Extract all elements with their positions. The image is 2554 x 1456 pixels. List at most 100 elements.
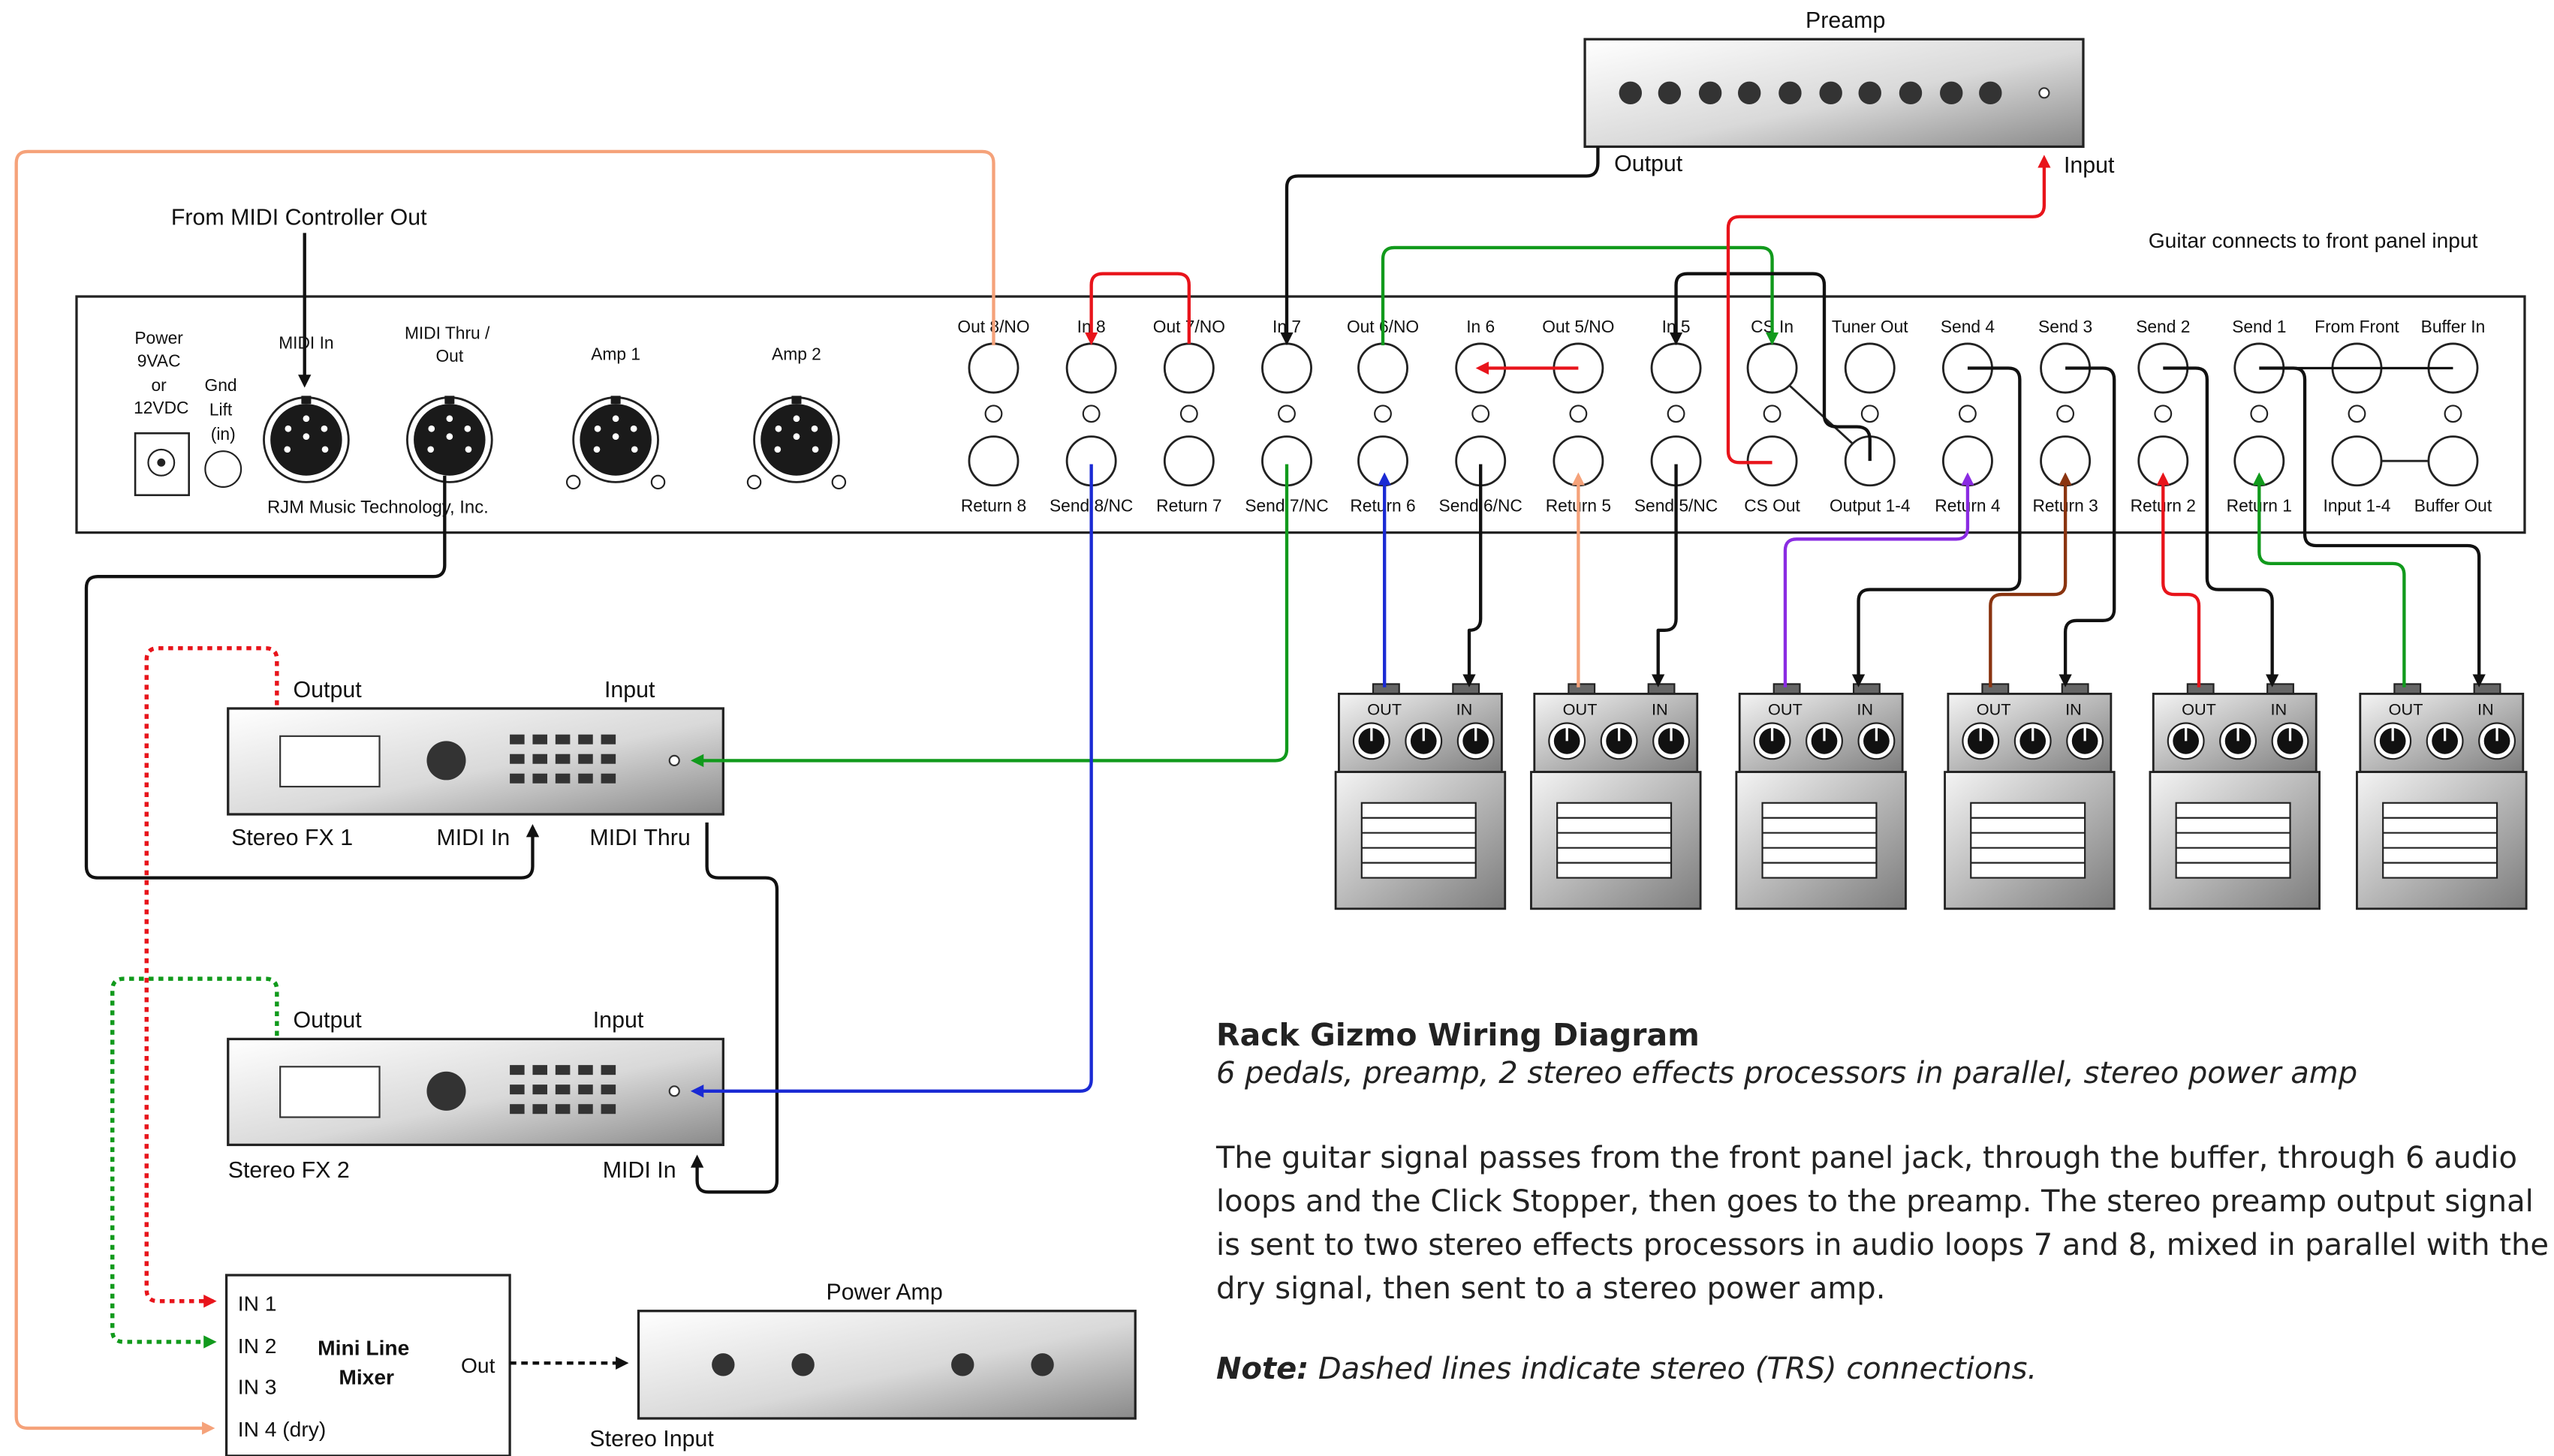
mixer-in2: IN 2 — [238, 1334, 277, 1358]
jack-bottom[interactable] — [968, 435, 1019, 487]
mixer-in1: IN 1 — [238, 1292, 277, 1316]
jack-top-label: Send 3 — [2038, 317, 2092, 336]
jack-top-label: Send 2 — [2136, 317, 2190, 336]
cable-pedal5-out — [2156, 472, 2201, 687]
mixer-in3: IN 3 — [238, 1374, 277, 1398]
jack-top-label: Send 1 — [2232, 317, 2286, 336]
cable-pedal6-out — [2252, 472, 2406, 687]
jack-top[interactable] — [1357, 342, 1408, 394]
fx2-name: Stereo FX 2 — [228, 1158, 350, 1183]
jack-led — [1763, 405, 1781, 423]
power-amp-label: Power Amp — [826, 1280, 942, 1305]
jack-top[interactable] — [1163, 342, 1215, 394]
cables — [14, 146, 2486, 1435]
jack-led — [1374, 405, 1392, 423]
jack-bottom[interactable] — [1163, 435, 1215, 487]
cable-preamp-in7 — [1280, 146, 1600, 346]
jack-top[interactable] — [1746, 342, 1798, 394]
stereo-fx-2: Output Input Stereo FX 2 MIDI In — [227, 1008, 724, 1183]
fx1-midi-thru-label: MIDI Thru — [589, 826, 690, 850]
jack-led — [1179, 405, 1198, 423]
cable-midi-thru-fx1 — [84, 475, 540, 880]
pedal-in-label: IN — [1857, 700, 1873, 719]
midi-controller-label: From MIDI Controller Out — [171, 206, 427, 230]
note-label: Note: — [1216, 1352, 1309, 1387]
pedal-out-label: OUT — [1563, 700, 1598, 719]
jack-led — [2348, 405, 2366, 423]
jack-led — [1278, 405, 1296, 423]
mixer-in4: IN 4 (dry) — [238, 1417, 326, 1441]
jack-top-label: Tuner Out — [1832, 317, 1908, 336]
effect-pedal: OUT IN — [1334, 683, 1507, 910]
jack-led — [984, 405, 1003, 423]
pedal-in-label: IN — [1652, 700, 1668, 719]
mini-line-mixer: IN 1 IN 2 IN 3 IN 4 (dry) Mini Line Mixe… — [224, 1274, 511, 1456]
cable-out7-in8 — [1084, 272, 1191, 346]
jack-top-label: In 6 — [1466, 317, 1495, 336]
mixer-out-label: Out — [461, 1353, 495, 1377]
fx1-output-label: Output — [294, 678, 363, 702]
jack-bottom[interactable] — [2427, 435, 2479, 487]
midi-thru-connector[interactable] — [406, 396, 493, 483]
jack-top[interactable] — [1844, 342, 1896, 394]
description-note: Note: Dashed lines indicate stereo (TRS)… — [1216, 1349, 2554, 1388]
fx1-midi-in-label: MIDI In — [436, 826, 510, 850]
amp1-connector[interactable] — [565, 396, 666, 490]
jack-top-label: Out 5/NO — [1542, 317, 1614, 336]
fx2-input-label: Input — [593, 1008, 644, 1033]
jack-bottom-label: CS Out — [1744, 495, 1800, 515]
cable-pedal4-in — [2059, 366, 2116, 687]
jack-top-label: Buffer In — [2421, 317, 2486, 336]
gnd-lift-switch[interactable] — [204, 450, 242, 488]
power-label: Power 9VAC or 12VDC — [134, 328, 188, 417]
cable-pedal5-in — [2163, 366, 2279, 687]
pedal-in-label: IN — [2065, 700, 2082, 719]
jack-led — [1471, 405, 1490, 423]
effect-pedal: OUT IN — [1944, 683, 2116, 910]
cable-pedal6-in — [2259, 366, 2486, 687]
jack-bottom[interactable] — [2331, 435, 2383, 487]
preamp-output-label: Output — [1614, 152, 1683, 176]
jack-bottom-label: Input 1-4 — [2324, 495, 2391, 515]
jack-top[interactable] — [1261, 342, 1312, 394]
jack-top-label: From Front — [2315, 317, 2399, 336]
jack-bottom-label: Return 8 — [961, 495, 1026, 515]
cable-pedal2-in — [1652, 464, 1678, 687]
fx1-input-label: Input — [604, 678, 655, 702]
cable-fx1-to-mixer — [144, 645, 279, 1308]
cable-pedal4-out — [1989, 472, 2072, 687]
effect-pedal: OUT IN — [1530, 683, 1702, 910]
pedal-out-label: OUT — [1977, 700, 2011, 719]
preamp-label: Preamp — [1806, 8, 1885, 33]
pedal-in-label: IN — [1456, 700, 1473, 719]
jack-led — [2250, 405, 2269, 423]
guitar-note-label: Guitar connects to front panel input — [2149, 228, 2478, 252]
cable-send7-fx1 — [690, 464, 1289, 768]
jack-top[interactable] — [1650, 342, 1702, 394]
jack-led — [1958, 405, 1977, 423]
midi-in-connector[interactable] — [263, 396, 350, 483]
stereo-fx-1: Output Input Stereo FX 1 MIDI In MIDI Th… — [227, 678, 724, 850]
jack-top[interactable] — [1065, 342, 1117, 394]
jack-led — [1860, 405, 1879, 423]
amp2-connector[interactable] — [746, 396, 847, 490]
pedal-out-label: OUT — [1367, 700, 1402, 719]
jack-bottom-label: Output 1-4 — [1830, 495, 1911, 515]
jack-top[interactable] — [968, 342, 1019, 394]
cable-fx1-thru-fx2 — [690, 822, 779, 1194]
preamp-input-label: Input — [2064, 153, 2115, 178]
power-amp: Power Amp Stereo Input — [589, 1280, 1137, 1451]
maker-label: RJM Music Technology, Inc. — [267, 498, 489, 518]
